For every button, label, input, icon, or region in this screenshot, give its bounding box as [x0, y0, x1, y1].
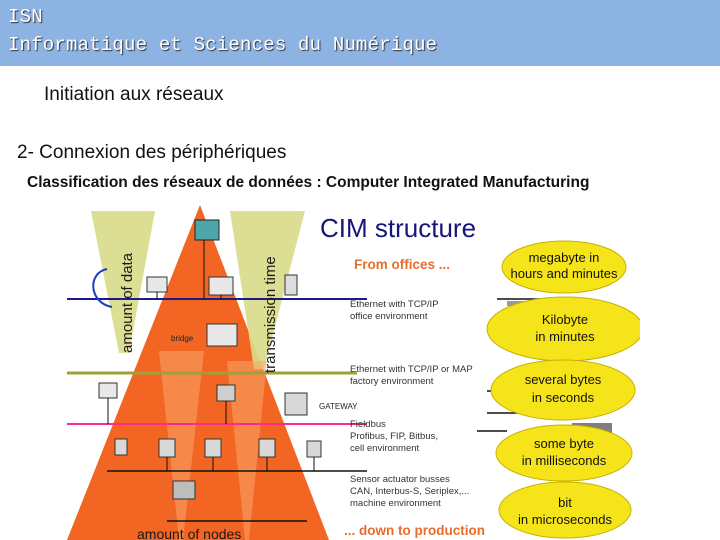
svg-text:machine environment: machine environment	[350, 498, 441, 509]
slide-subtitle: Initiation aux réseaux	[44, 84, 224, 105]
svg-text:hours and minutes: hours and minutes	[511, 266, 618, 281]
svg-text:in seconds: in seconds	[532, 390, 595, 405]
svg-text:in microseconds: in microseconds	[518, 512, 612, 527]
cim-structure-diagram: amount of data transmission time CIM str…	[67, 203, 640, 540]
down-to-production-label: ... down to production	[344, 523, 485, 538]
svg-text:Fieldbus: Fieldbus	[350, 419, 386, 430]
svg-text:megabyte in: megabyte in	[529, 250, 600, 265]
gateway-label: GATEWAY	[319, 402, 358, 411]
level-several-bytes: several bytes in seconds	[490, 359, 636, 421]
network-sensor-actuator: Sensor actuator busses CAN, Interbus-S, …	[350, 474, 469, 509]
network-office: Ethernet with TCP/IP office environment	[350, 299, 439, 322]
svg-text:CAN, Interbus-S, Seriplex,...: CAN, Interbus-S, Seriplex,...	[350, 486, 469, 497]
svg-text:Profibus, FIP, Bitbus,: Profibus, FIP, Bitbus,	[350, 431, 438, 442]
transmission-time-label: transmission time	[262, 256, 279, 373]
svg-text:office environment: office environment	[350, 311, 428, 322]
level-some-byte: some byte in milliseconds	[495, 424, 633, 482]
header-title: Informatique et Sciences du Numérique	[8, 34, 438, 56]
level-megabyte: megabyte in hours and minutes	[501, 240, 627, 294]
svg-text:bit: bit	[558, 495, 572, 510]
bridge-label: bridge	[171, 334, 194, 343]
section-heading: 2- Connexion des périphériques	[17, 142, 287, 163]
svg-text:some byte: some byte	[534, 436, 594, 451]
figure-caption: Classification des réseaux de données : …	[27, 174, 590, 191]
svg-text:factory environment: factory environment	[350, 376, 434, 387]
amount-of-data-cone	[91, 211, 155, 353]
svg-text:in milliseconds: in milliseconds	[522, 453, 607, 468]
svg-text:Sensor actuator busses: Sensor actuator busses	[350, 474, 450, 485]
level-kilobyte: Kilobyte in minutes	[486, 296, 640, 362]
svg-text:in minutes: in minutes	[535, 329, 595, 344]
header-acronym: ISN	[8, 6, 43, 28]
amount-of-data-label: amount of data	[119, 252, 136, 353]
network-fieldbus: Fieldbus Profibus, FIP, Bitbus, cell env…	[350, 419, 438, 454]
header-banner: ISN Informatique et Sciences du Numériqu…	[0, 0, 720, 66]
svg-text:several bytes: several bytes	[525, 372, 602, 387]
diagram-title: CIM structure	[320, 213, 476, 243]
from-offices-label: From offices ...	[354, 257, 450, 272]
network-factory: Ethernet with TCP/IP or MAP factory envi…	[350, 364, 473, 387]
level-bit: bit in microseconds	[498, 481, 632, 539]
svg-text:Kilobyte: Kilobyte	[542, 312, 588, 327]
svg-text:Ethernet with TCP/IP or MAP: Ethernet with TCP/IP or MAP	[350, 364, 473, 375]
amount-of-nodes-label: amount of nodes	[137, 526, 241, 540]
svg-text:cell environment: cell environment	[350, 443, 420, 454]
transmission-time-cone	[230, 211, 305, 369]
svg-text:Ethernet with TCP/IP: Ethernet with TCP/IP	[350, 299, 439, 310]
